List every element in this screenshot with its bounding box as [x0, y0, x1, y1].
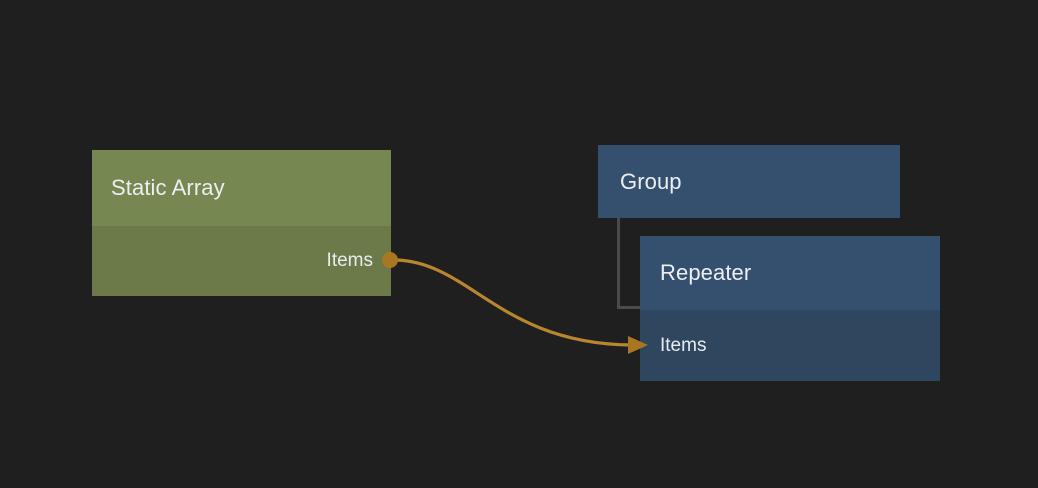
port-row-static-array-items[interactable]: Items	[92, 226, 391, 296]
port-label-items-output: Items	[326, 250, 373, 271]
node-group-title: Group	[620, 168, 682, 194]
node-repeater[interactable]: Repeater Items	[640, 236, 940, 381]
node-static-array-body: Items	[92, 226, 391, 296]
node-static-array-header[interactable]: Static Array	[92, 150, 391, 226]
node-group-header[interactable]: Group	[598, 145, 900, 218]
port-label-items-input: Items	[660, 334, 707, 356]
node-group[interactable]: Group	[598, 145, 900, 218]
node-static-array-title: Static Array	[111, 175, 225, 200]
connection-wire-items-to-items[interactable]	[394, 258, 634, 347]
node-repeater-header[interactable]: Repeater	[640, 236, 940, 310]
node-static-array[interactable]: Static Array Items	[92, 150, 391, 296]
node-repeater-title: Repeater	[660, 260, 752, 285]
port-row-repeater-items[interactable]: Items	[640, 310, 940, 381]
node-repeater-body: Items	[640, 310, 940, 381]
